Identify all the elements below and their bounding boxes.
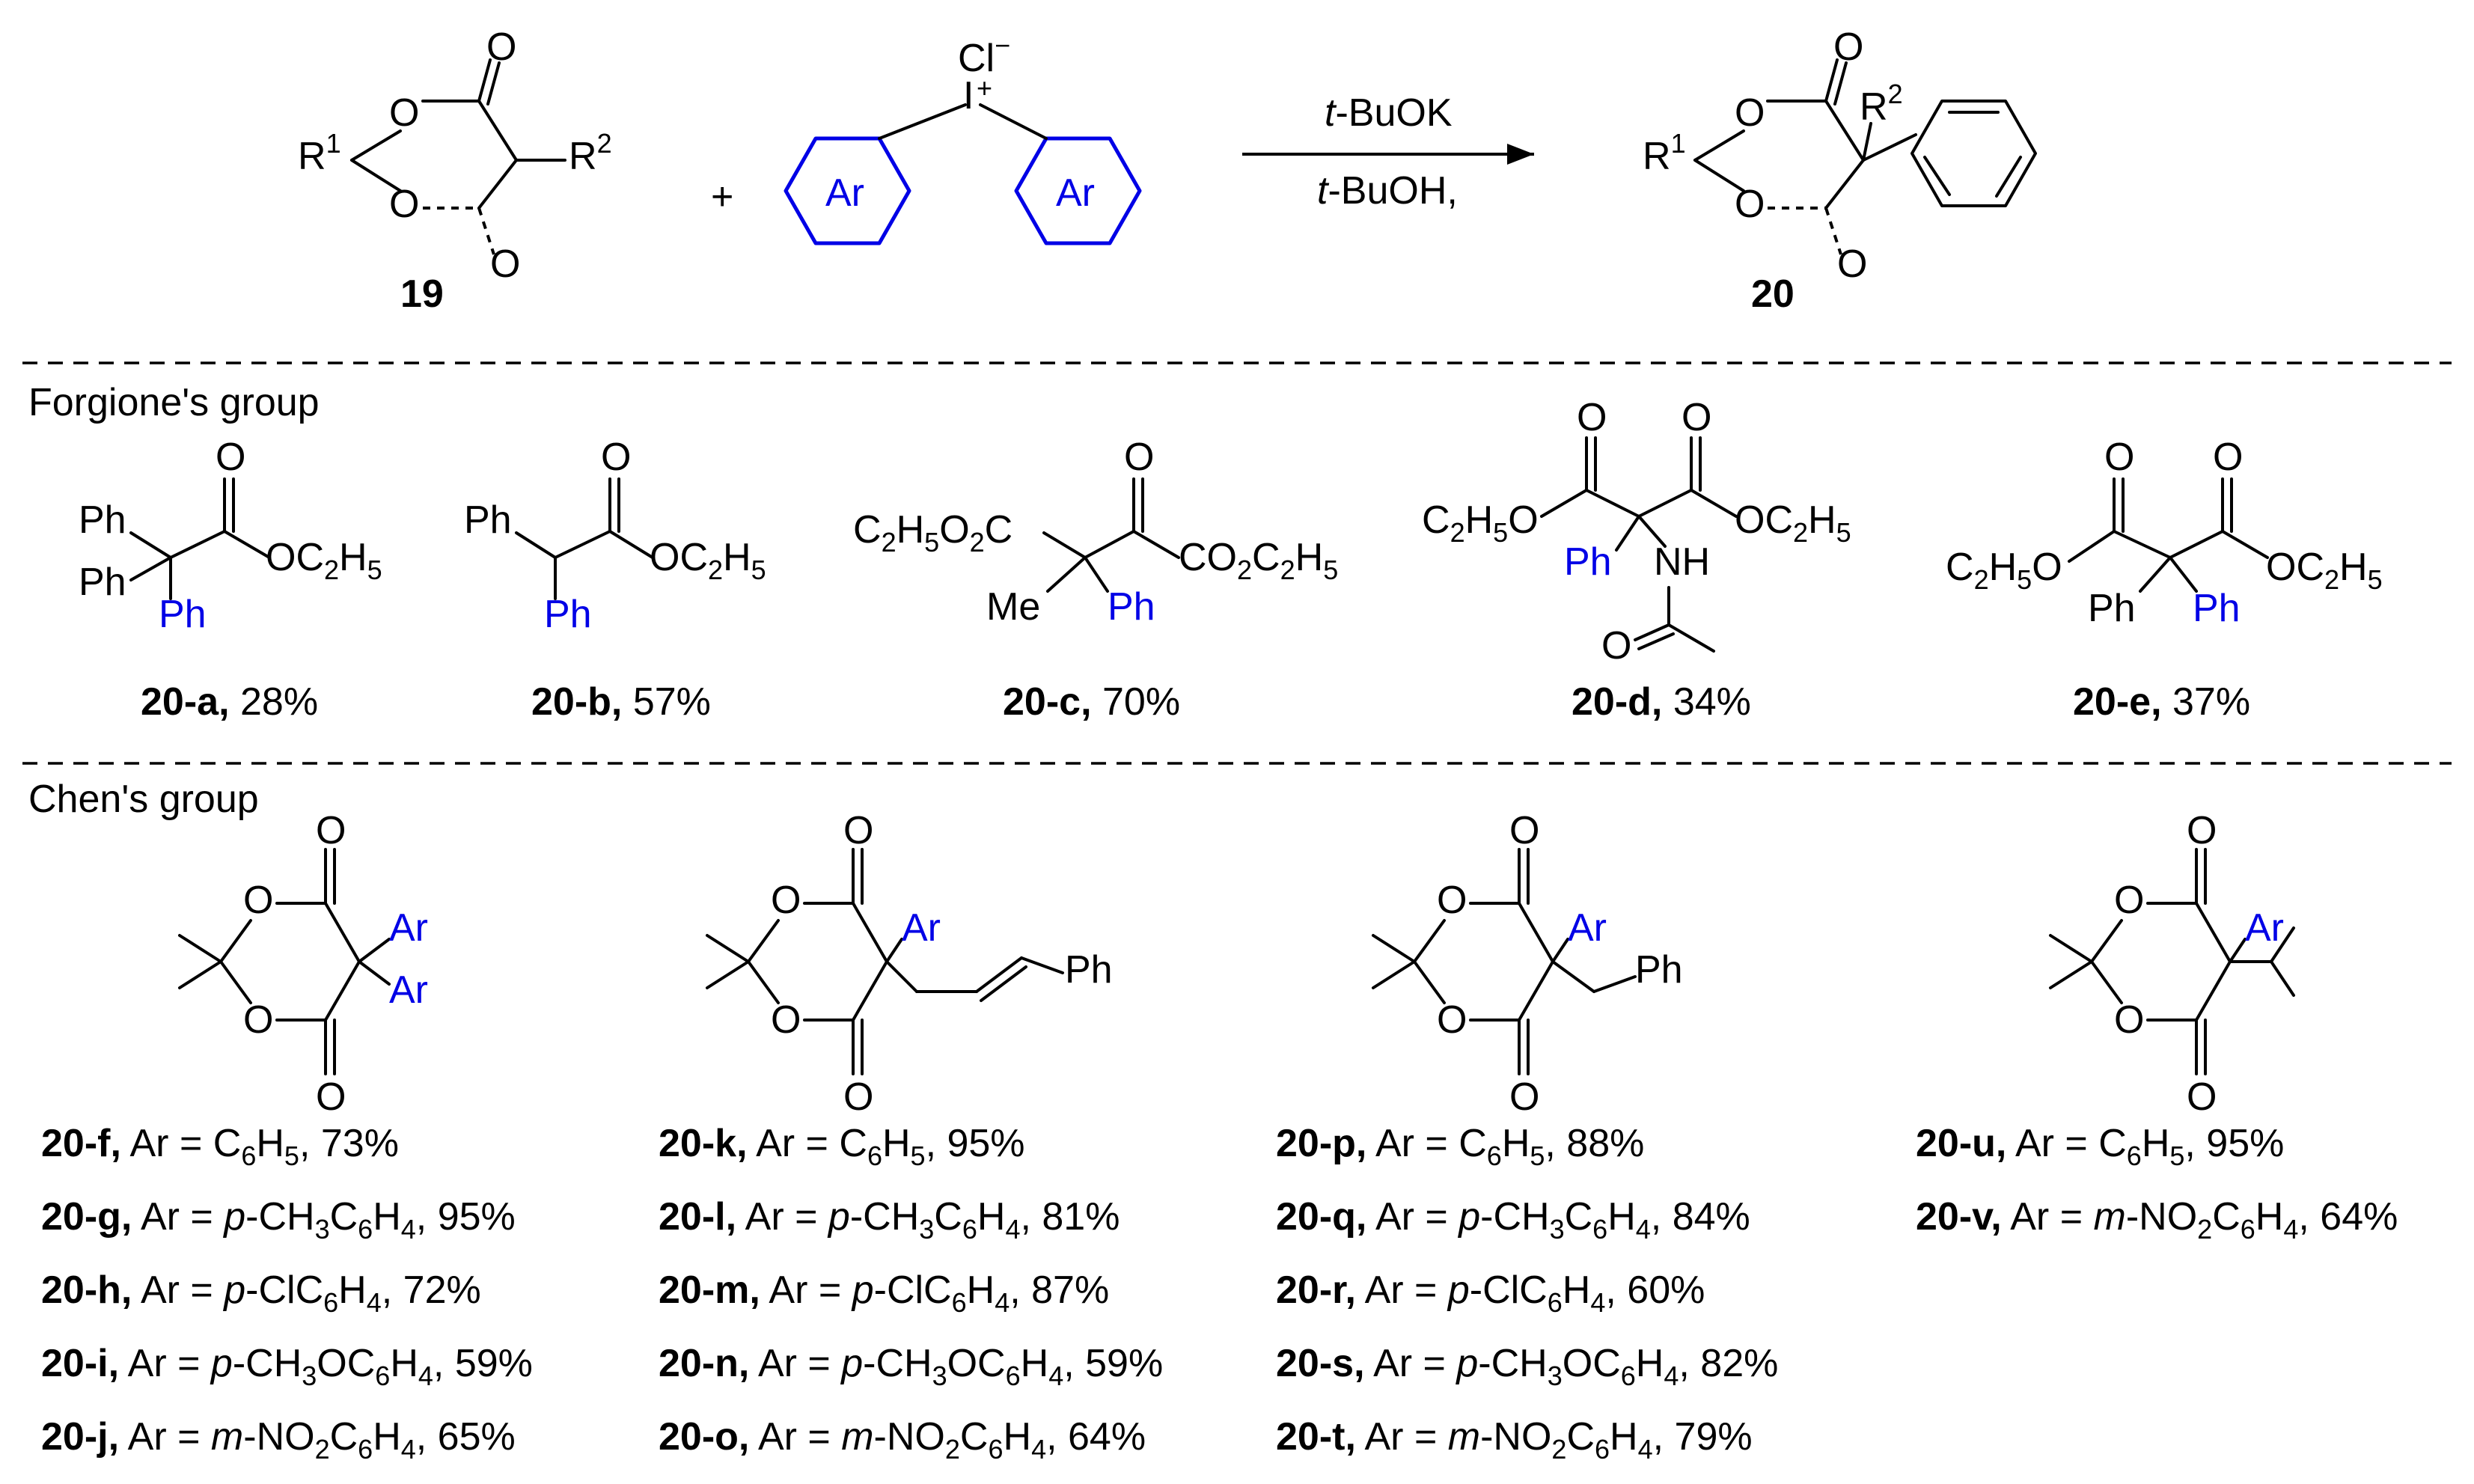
structure-20-f-to-j: Ar Ar	[178, 807, 428, 1120]
reactant-number: 19	[400, 272, 444, 316]
chen-product-label: 20-s, Ar = p-CH3OC6H4, 82%	[1276, 1342, 1778, 1391]
carbonyl-oxygen: O	[1124, 436, 1154, 479]
aryl-label: Ph	[2193, 587, 2241, 630]
carbonyl-oxygen: O	[216, 436, 245, 479]
ester-group: C2H5O2C	[853, 508, 1012, 558]
iodonium-charge: +	[977, 73, 992, 103]
product-label-20e: 20-e, 37%	[2073, 680, 2250, 724]
structure-20-c: C2H5O2C Me Ph O CO2C2H5	[853, 436, 1338, 629]
ester-group: C2H5O	[1946, 546, 2062, 595]
structure-20-e: C2H5O O O OC2H5 Ph Ph	[1946, 436, 2383, 630]
aryl-label: Ph	[544, 593, 592, 636]
carbonyl-oxygen: O	[1833, 25, 1863, 69]
reagent-solvent: t-BuOH,	[1317, 169, 1458, 213]
section-title-forgione: Forgione's group	[28, 381, 320, 424]
ring-oxygen: O	[389, 183, 419, 226]
carbonyl-oxygen: O	[2104, 436, 2134, 479]
chen-product-label: 20-t, Ar = m-NO2C6H4, 79%	[1276, 1415, 1753, 1465]
chen-product-label: 20-m, Ar = p-ClC6H4, 87%	[659, 1268, 1109, 1318]
structure-20-d: C2H5O O O OC2H5 Ph NH O	[1422, 396, 1851, 668]
structure-20-k-to-o: Ar Ph	[706, 807, 1113, 1120]
section-title-chen: Chen's group	[28, 778, 259, 821]
aryl-label: Ar	[1568, 906, 1607, 950]
methyl-label: Me	[986, 585, 1040, 629]
chen-product-label: 20-u, Ar = C6H5, 95%	[1916, 1122, 2284, 1171]
carbonyl-oxygen: O	[1601, 624, 1631, 668]
r2-label: R2	[569, 128, 612, 178]
chen-product-label: 20-l, Ar = p-CH3C6H4, 81%	[659, 1195, 1120, 1245]
atom-label: Ph	[79, 498, 126, 542]
chen-product-label: 20-n, Ar = p-CH3OC6H4, 59%	[659, 1342, 1163, 1391]
chen-product-labels: 20-f, Ar = C6H5, 73% 20-g, Ar = p-CH3C6H4…	[41, 1122, 2398, 1465]
carbonyl-oxygen: O	[601, 436, 631, 479]
product-label-20b: 20-b, 57%	[531, 680, 711, 724]
structure-20-b: Ph Ph O OC2H5	[464, 436, 766, 636]
carbonyl-oxygen: O	[1577, 396, 1607, 439]
chen-product-label: 20-j, Ar = m-NO2C6H4, 65%	[41, 1415, 516, 1465]
plus-sign: +	[711, 175, 733, 219]
r1-label: R1	[298, 128, 341, 178]
ester-group: C2H5O	[1422, 498, 1539, 548]
ring-oxygen: O	[389, 91, 419, 135]
atom-label: Ph	[2088, 587, 2136, 630]
ring-oxygen: O	[1735, 91, 1765, 135]
reagent-base: t-BuOK	[1325, 91, 1453, 135]
phenyl-ring	[1911, 100, 2037, 207]
aryl-label: Ar	[389, 968, 428, 1012]
atom-label: Ph	[79, 561, 126, 604]
carbonyl-oxygen: O	[2213, 436, 2243, 479]
atom-label: Ph	[464, 498, 512, 542]
product-20-structure: R1 O O O O R2 20	[1643, 25, 2037, 316]
carbonyl-oxygen: O	[490, 242, 520, 286]
chen-product-label: 20-o, Ar = m-NO2C6H4, 64%	[659, 1415, 1146, 1465]
structure-20-p-to-t: Ar Ph	[1372, 807, 1683, 1120]
chen-product-label: 20-r, Ar = p-ClC6H4, 60%	[1276, 1268, 1705, 1318]
iodine-atom: I	[963, 74, 974, 117]
chen-product-label: 20-v, Ar = m-NO2C6H4, 64%	[1916, 1195, 2398, 1245]
aryl-label: Ar	[2245, 906, 2284, 950]
chen-product-label: 20-f, Ar = C6H5, 73%	[41, 1122, 399, 1171]
aryl-label: Ar	[902, 906, 941, 950]
ring-oxygen: O	[1735, 183, 1765, 226]
product-label-20c: 20-c, 70%	[1003, 680, 1180, 724]
chen-product-label: 20-h, Ar = p-ClC6H4, 72%	[41, 1268, 481, 1318]
ester-group: OC2H5	[1735, 498, 1851, 548]
r2-label: R2	[1860, 79, 1903, 129]
chen-product-label: 20-i, Ar = p-CH3OC6H4, 59%	[41, 1342, 533, 1391]
chloride-counterion: Cl−	[958, 30, 1010, 80]
ester-group: OC2H5	[650, 536, 766, 585]
aryl-label: Ph	[1564, 540, 1612, 584]
aryl-label: Ph	[159, 593, 207, 636]
carbonyl-oxygen: O	[1837, 242, 1867, 286]
reaction-arrow-group: t-BuOK t-BuOH,	[1242, 91, 1534, 213]
aryl-label-left: Ar	[825, 171, 864, 215]
atom-label: Ph	[1065, 948, 1113, 992]
chen-product-label: 20-g, Ar = p-CH3C6H4, 95%	[41, 1195, 516, 1245]
diaryliodonium-salt-structure: Ar Ar I Cl− +	[784, 30, 1142, 245]
r1-label: R1	[1643, 128, 1686, 178]
product-label-20a: 20-a, 28%	[141, 680, 318, 724]
chen-product-label: 20-p, Ar = C6H5, 88%	[1276, 1122, 1644, 1171]
reactant-19-structure: R1 O O O O R2 19	[298, 25, 612, 316]
aryl-ring-right	[1014, 136, 1142, 245]
ester-group: OC2H5	[266, 536, 382, 585]
amide-nh: NH	[1654, 540, 1710, 584]
atom-label: Ph	[1635, 948, 1683, 992]
aryl-label: Ar	[389, 906, 428, 950]
chen-product-label: 20-k, Ar = C6H5, 95%	[659, 1122, 1025, 1171]
chen-product-label: 20-q, Ar = p-CH3C6H4, 84%	[1276, 1195, 1750, 1245]
aryl-label-right: Ar	[1056, 171, 1095, 215]
carbonyl-oxygen: O	[1682, 396, 1711, 439]
product-label-20d: 20-d, 34%	[1572, 680, 1751, 724]
product-number: 20	[1751, 272, 1795, 316]
aryl-label: Ph	[1108, 585, 1155, 629]
ester-group: CO2C2H5	[1179, 536, 1338, 585]
ester-group: OC2H5	[2266, 546, 2383, 595]
carbonyl-oxygen: O	[486, 25, 516, 69]
structure-20-u-v: Ar	[2049, 807, 2295, 1120]
structure-20-a: Ph Ph Ph O OC2H5	[79, 436, 382, 636]
